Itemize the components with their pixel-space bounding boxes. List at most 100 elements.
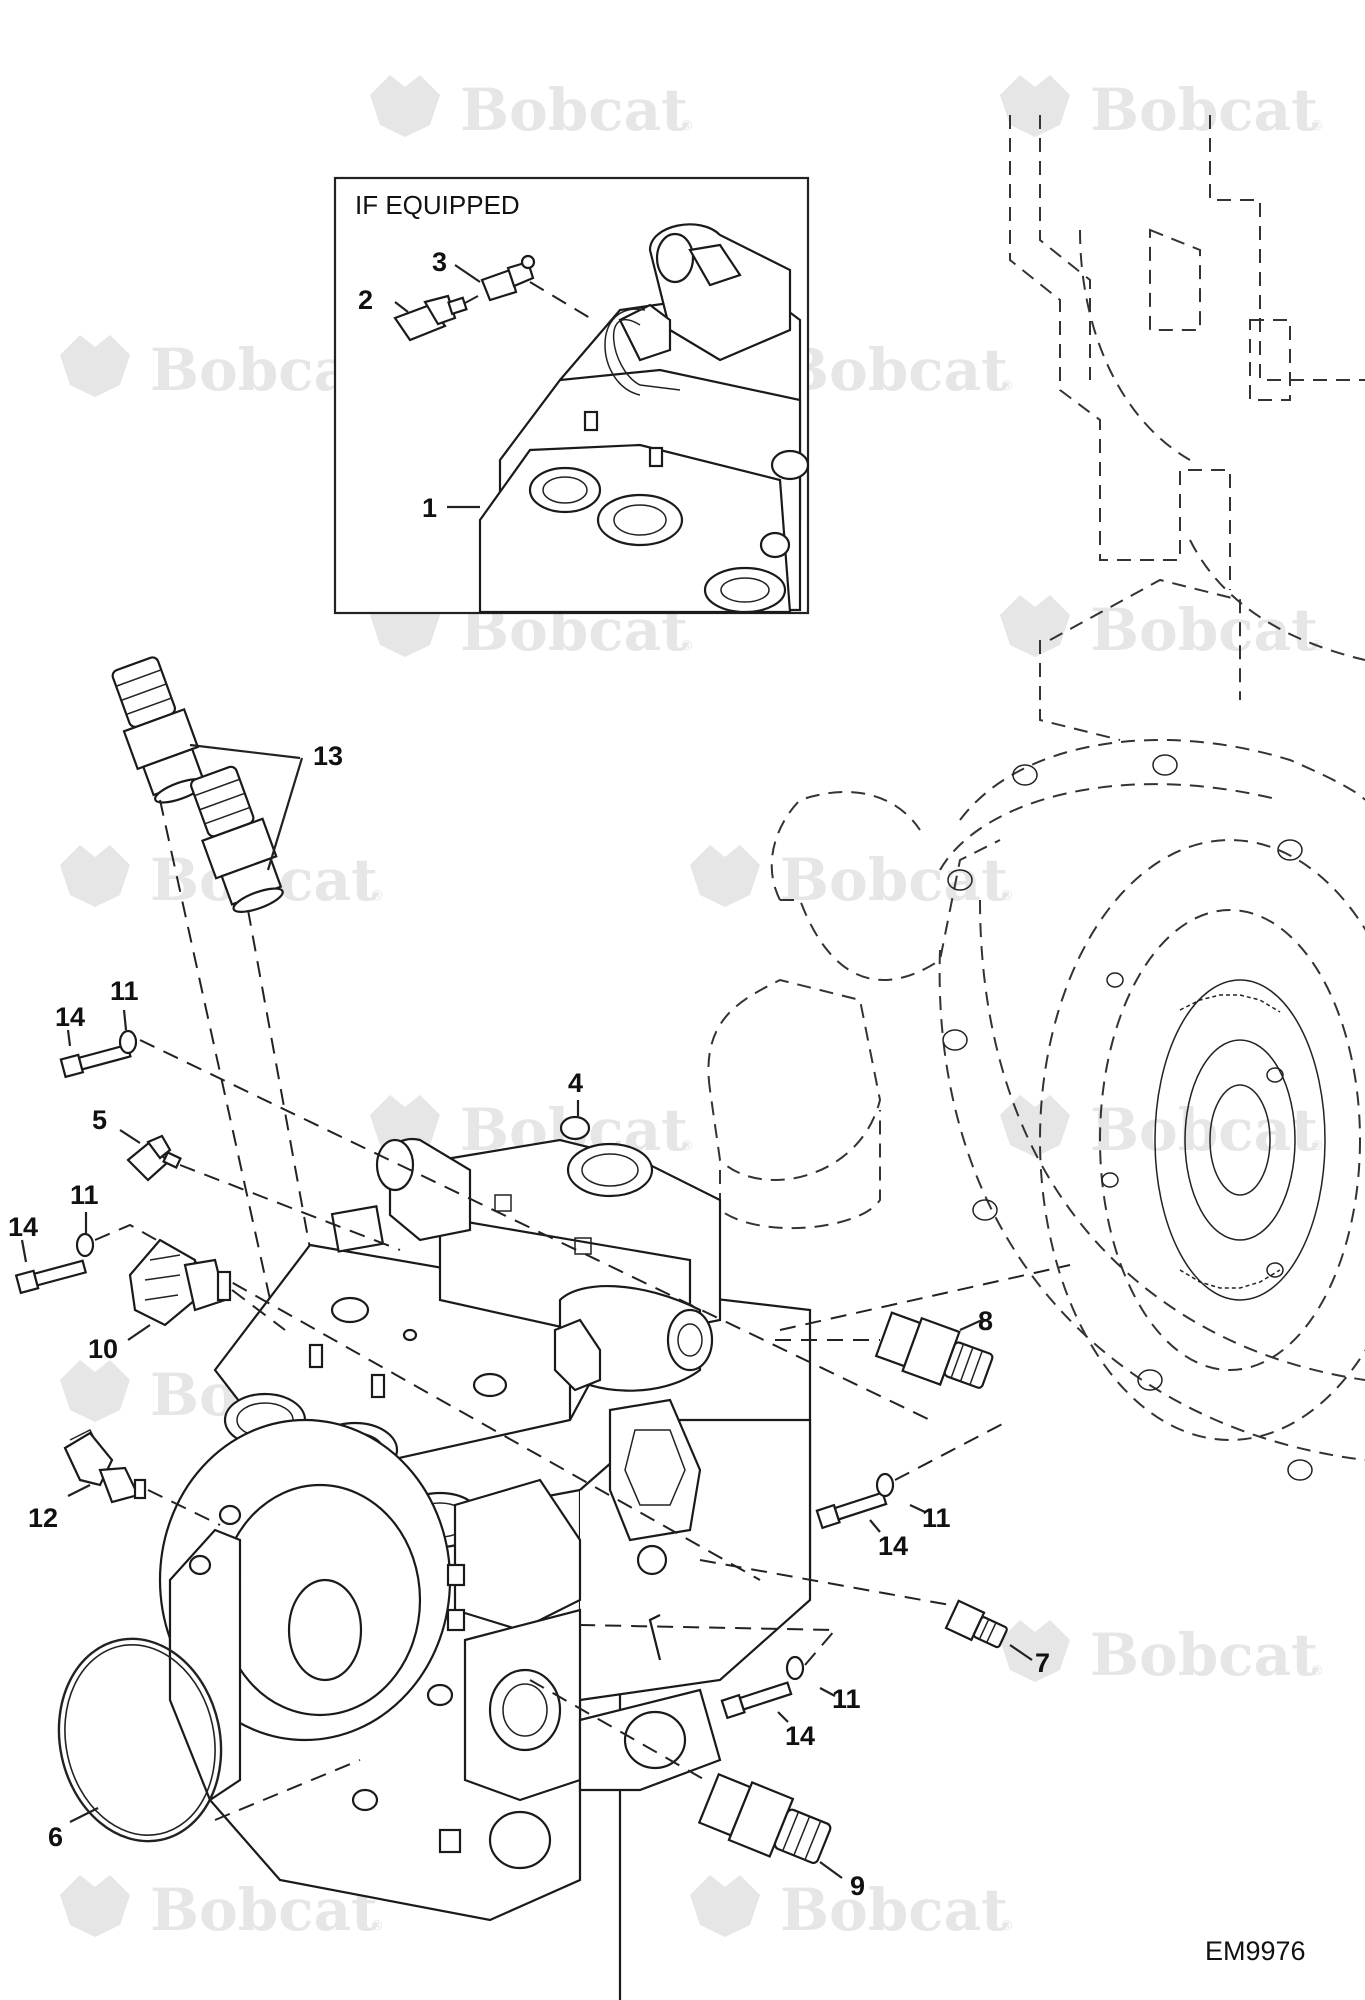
- watermark-6: Bobcat ®: [1000, 595, 1324, 664]
- callout-14b: 14: [8, 1212, 38, 1242]
- callout-10: 10: [88, 1334, 118, 1364]
- watermark-2: Bobcat ®: [1000, 75, 1324, 144]
- centerline-8b: [779, 1264, 1071, 1331]
- watermark-registered-mark: ®: [370, 888, 384, 904]
- bobcat-logo-icon: [1000, 75, 1070, 137]
- hydrostatic-pump-assembly: [158, 1137, 812, 2000]
- part-11-washer-c: [875, 1472, 895, 1498]
- part-14-bolt-a: [59, 1043, 132, 1079]
- centerline-10: [231, 1289, 286, 1331]
- part-12-elbow: [63, 1428, 147, 1504]
- callout-12: 12: [28, 1503, 58, 1533]
- leader-13a: [189, 743, 301, 760]
- watermark-registered-mark: ®: [680, 118, 694, 134]
- watermark-12: Bobcat ®: [1000, 1620, 1324, 1689]
- centerline-14c: [894, 1419, 1011, 1481]
- centerline-12: [147, 1489, 221, 1526]
- callout-11d: 11: [832, 1684, 861, 1714]
- leader-10: [127, 1324, 151, 1341]
- leader-14b: [20, 1239, 28, 1263]
- watermark-text: Bobcat: [780, 846, 1008, 914]
- leader-14a: [66, 1029, 72, 1047]
- watermark-registered-mark: ®: [1000, 378, 1014, 394]
- inset-if-equipped: IF EQUIPPED: [333, 176, 810, 615]
- callout-13: 13: [313, 741, 343, 771]
- inset-part-2-sensor: [393, 294, 479, 342]
- bobcat-logo-icon: [60, 1360, 130, 1422]
- bobcat-logo-icon: [60, 335, 130, 397]
- leader-9: [819, 1861, 843, 1879]
- callout-2: 2: [358, 285, 373, 315]
- watermark-text: Bobcat: [1090, 1621, 1318, 1689]
- centerline-7: [699, 1559, 951, 1606]
- callout-14c: 14: [878, 1531, 908, 1561]
- leader-2: [394, 301, 409, 313]
- watermark-14: Bobcat ®: [690, 1875, 1014, 1944]
- leader-14d: [777, 1711, 789, 1723]
- part-8-fitting: [874, 1311, 994, 1389]
- watermark-8: Bobcat ®: [690, 845, 1014, 914]
- callout-5: 5: [92, 1105, 107, 1135]
- inset-pump-detail: [478, 223, 810, 614]
- bobcat-logo-icon: [370, 75, 440, 137]
- callout-7: 7: [1035, 1648, 1050, 1678]
- centerline-13a: [159, 799, 291, 1391]
- callout-14a: 14: [55, 1002, 85, 1032]
- watermark-text: Bobcat: [460, 76, 688, 144]
- bobcat-logo-icon: [690, 845, 760, 907]
- callout-6: 6: [48, 1822, 63, 1852]
- centerline-6: [214, 1759, 361, 1821]
- watermark-text: Bobcat: [1090, 76, 1318, 144]
- leader-12: [67, 1484, 91, 1497]
- leader-14c: [869, 1519, 881, 1533]
- bobcat-logo-icon: [1000, 595, 1070, 657]
- bobcat-logo-icon: [690, 1875, 760, 1937]
- part-9-fitting: [697, 1772, 832, 1864]
- watermark-registered-mark: ®: [680, 638, 694, 654]
- leader-11a: [122, 1009, 128, 1031]
- leader-13b: [266, 757, 304, 871]
- bobcat-logo-icon: [1000, 1620, 1070, 1682]
- centerline-5: [179, 1164, 401, 1251]
- inset-title: IF EQUIPPED: [355, 190, 520, 220]
- housing-bolt-holes: [942, 754, 1313, 1481]
- part-14-bolt-b: [14, 1259, 88, 1295]
- part-4-solenoid: [559, 1115, 591, 1141]
- centerline-14d: [579, 1624, 838, 1666]
- watermark-registered-mark: ®: [1310, 1663, 1324, 1679]
- engine-housing-phantom: [707, 115, 1365, 1481]
- centerline-14a: [139, 1039, 931, 1421]
- centerline-14b: [94, 1223, 761, 1581]
- watermark-registered-mark: ®: [1000, 1918, 1014, 1934]
- leader-3: [454, 264, 481, 283]
- part-10-elbow-fitting: [128, 1238, 232, 1327]
- bobcat-logo-icon: [60, 1875, 130, 1937]
- part-14-bolt-d: [720, 1681, 793, 1720]
- watermark-text: Bobcat: [780, 1876, 1008, 1944]
- watermark-text: Bobcat: [1090, 1096, 1318, 1164]
- leader-11c: [909, 1504, 926, 1513]
- callout-11a: 11: [110, 976, 139, 1006]
- drawing-number: EM9976: [1205, 1936, 1306, 1966]
- watermark-text: Bobcat: [1090, 596, 1318, 664]
- leader-8: [959, 1318, 983, 1332]
- watermark-10: Bobcat ®: [1000, 1095, 1324, 1164]
- part-6-o-ring: [57, 1637, 223, 1843]
- part-11-washer-d: [785, 1655, 805, 1681]
- leader-6: [69, 1807, 99, 1823]
- callout-1: 1: [422, 493, 437, 523]
- watermark-text: Bobcat: [780, 336, 1008, 404]
- watermark-registered-mark: ®: [370, 1918, 384, 1934]
- watermark-registered-mark: ®: [1310, 118, 1324, 134]
- inset-part-3-elbow: [480, 254, 591, 319]
- watermark-registered-mark: ®: [1000, 888, 1014, 904]
- part-11-washer-a: [118, 1029, 138, 1055]
- centerline-9: [529, 1679, 706, 1781]
- callout-4: 4: [568, 1068, 583, 1098]
- callout-11b: 11: [70, 1180, 99, 1210]
- bobcat-logo-icon: [1000, 1095, 1070, 1157]
- callout-14d: 14: [785, 1721, 815, 1751]
- callout-11c: 11: [922, 1503, 951, 1533]
- callout-3: 3: [432, 247, 447, 277]
- watermark-registered-mark: ®: [1310, 1138, 1324, 1154]
